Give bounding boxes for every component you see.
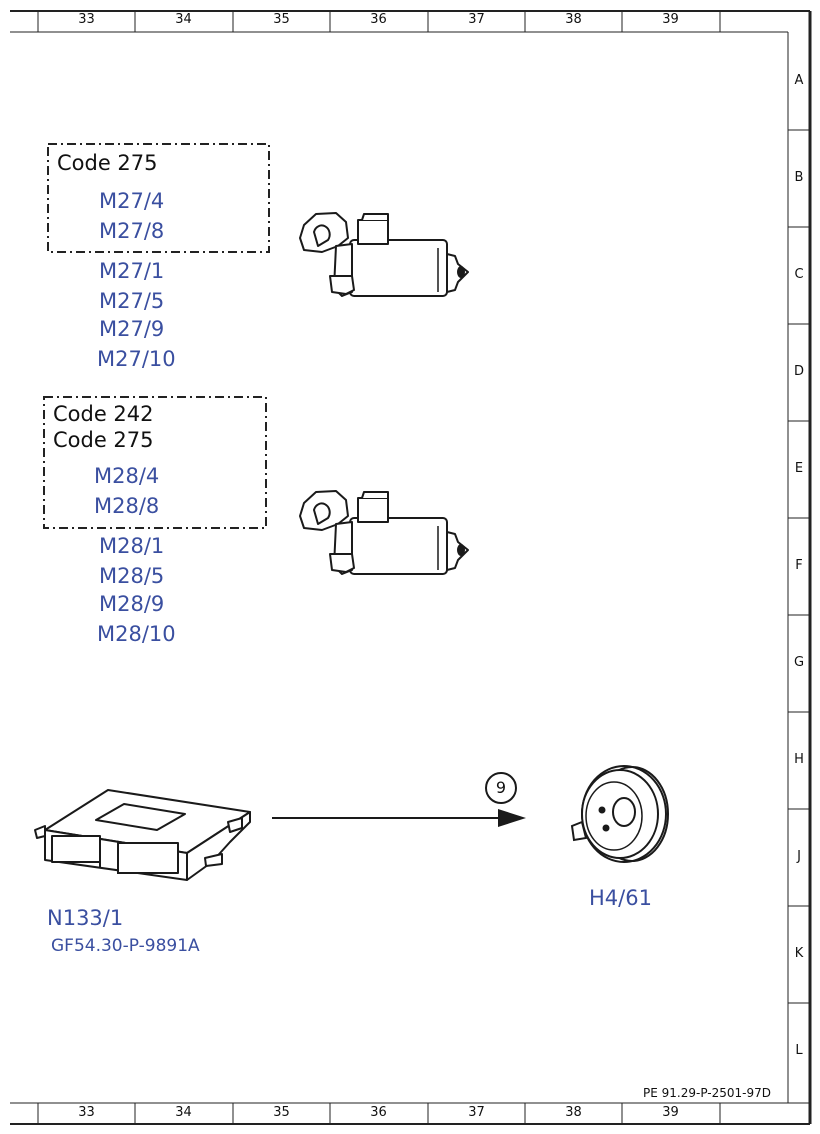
motor-drawing-m28 bbox=[299, 490, 469, 575]
speaker-id: H4/61 bbox=[589, 886, 652, 910]
document-number: PE 91.29-P-2501-97D bbox=[643, 1086, 771, 1100]
part-label: M27/9 bbox=[99, 317, 165, 341]
column-label-bottom: 36 bbox=[370, 1105, 387, 1120]
control-unit-id: N133/1 bbox=[47, 906, 124, 930]
part-label: M28/9 bbox=[99, 592, 165, 616]
code-242-275-box bbox=[43, 396, 267, 529]
column-label-bottom: 33 bbox=[78, 1105, 95, 1120]
part-label-boxed: M28/8 bbox=[94, 494, 160, 518]
part-label: M28/1 bbox=[99, 534, 165, 558]
row-label: K bbox=[794, 946, 804, 961]
code-label: Code 242 bbox=[53, 402, 154, 426]
part-label: M27/1 bbox=[99, 259, 165, 283]
column-label-top: 35 bbox=[273, 12, 290, 27]
connection-number: 9 bbox=[495, 778, 507, 797]
control-unit-drawing bbox=[34, 789, 251, 881]
column-label-top: 38 bbox=[565, 12, 582, 27]
column-label-bottom: 39 bbox=[662, 1105, 679, 1120]
row-label: J bbox=[797, 849, 801, 864]
part-label-boxed: M27/8 bbox=[99, 219, 165, 243]
row-label: A bbox=[794, 73, 804, 88]
code-275-box bbox=[47, 143, 270, 253]
row-dividers bbox=[788, 129, 810, 1004]
column-dividers bbox=[37, 11, 721, 1124]
column-label-top: 36 bbox=[370, 12, 387, 27]
speaker-drawing bbox=[570, 765, 669, 863]
motor-drawing-m27 bbox=[299, 212, 469, 297]
row-label: G bbox=[793, 655, 805, 670]
column-label-bottom: 37 bbox=[468, 1105, 485, 1120]
row-label: D bbox=[793, 364, 804, 379]
code-label: Code 275 bbox=[57, 151, 158, 175]
row-label: C bbox=[794, 267, 804, 282]
part-label: M27/10 bbox=[97, 347, 176, 371]
row-label: B bbox=[794, 170, 804, 185]
part-label-boxed: M28/4 bbox=[94, 464, 160, 488]
connection-number-circle bbox=[485, 772, 517, 804]
column-label-bottom: 38 bbox=[565, 1105, 582, 1120]
column-label-top: 37 bbox=[468, 12, 485, 27]
row-label: H bbox=[794, 752, 804, 767]
row-label: L bbox=[795, 1043, 803, 1058]
row-label: E bbox=[794, 461, 804, 476]
part-label: M28/5 bbox=[99, 564, 165, 588]
row-label: F bbox=[795, 558, 803, 573]
signal-connection-arrow bbox=[272, 809, 526, 827]
code-label: Code 275 bbox=[53, 428, 154, 452]
column-label-top: 34 bbox=[175, 12, 192, 27]
column-label-top: 39 bbox=[662, 12, 679, 27]
column-label-bottom: 35 bbox=[273, 1105, 290, 1120]
part-label: M28/10 bbox=[97, 622, 176, 646]
control-unit-reference-link[interactable]: GF54.30-P-9891A bbox=[51, 936, 200, 956]
column-label-bottom: 34 bbox=[175, 1105, 192, 1120]
column-label-top: 33 bbox=[78, 12, 95, 27]
part-label: M27/5 bbox=[99, 289, 165, 313]
part-label-boxed: M27/4 bbox=[99, 189, 165, 213]
drawing-frame bbox=[10, 10, 812, 1125]
